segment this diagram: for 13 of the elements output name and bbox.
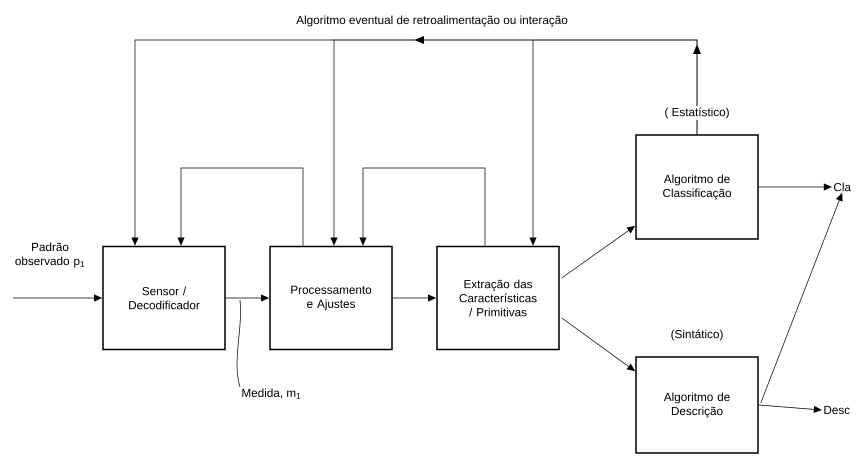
measurement-label: Medida, m$_{1}$ (242, 388, 300, 399)
annotation-text: (Sintático) (669, 328, 725, 342)
process-box: Algoritmo de Classificação (635, 134, 759, 240)
annotation-text: ( Estatístico) (663, 106, 731, 120)
process-box: Algoritmo de Descrição (635, 356, 759, 454)
output-label: Desc (824, 406, 850, 414)
process-box: Sensor / Decodificador (102, 246, 226, 350)
leader-line (236, 300, 241, 388)
process-box: Extração das Características / Primitivas (436, 246, 560, 350)
output-label: Cla (834, 182, 851, 192)
process-box: Processamento e Ajustes (269, 246, 393, 350)
edge-label: Padrão observado p$_{1}$ (4, 241, 96, 269)
edge-label: Algoritmo eventual de retroalimentação ou interação (295, 14, 569, 28)
